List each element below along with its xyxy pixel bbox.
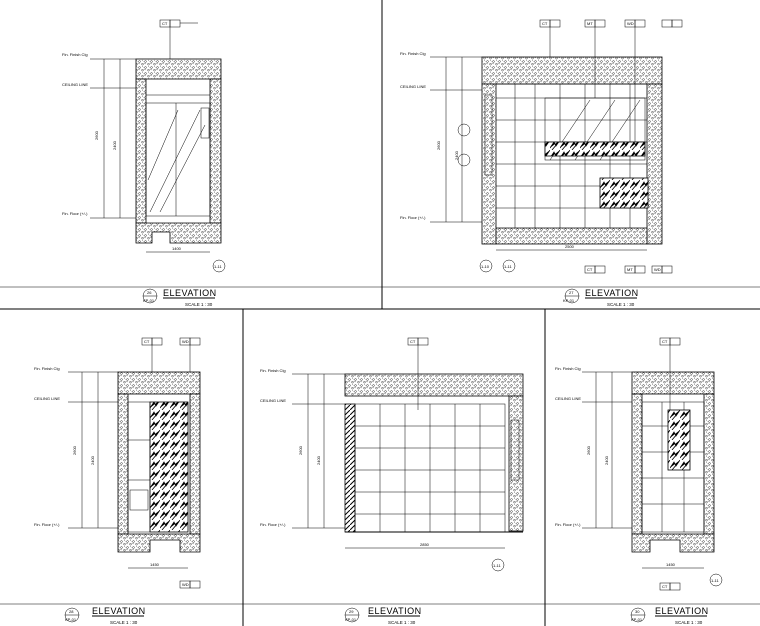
dim-h2-29: 2400 xyxy=(316,455,321,465)
panel-number-30: 30 xyxy=(635,609,640,614)
grid-marker-27a: 1-10 xyxy=(481,264,490,269)
level-28-ceiling: CEILING LINE xyxy=(34,396,60,401)
panel-scale-30: SCALE 1 : 30 xyxy=(675,620,703,625)
level-30-ceiling: CEILING LINE xyxy=(555,396,581,401)
tag-27-wd: WD xyxy=(627,21,634,26)
dim-h1-29: 2600 xyxy=(298,445,303,455)
panel-title-text-29: ELEVATION xyxy=(368,606,422,616)
panel-title-text-27: ELEVATION xyxy=(585,288,639,298)
dim-h1-28: 2600 xyxy=(72,445,77,455)
panel-sheet-26: KP-01 xyxy=(143,298,155,303)
level-28-floor: Fin. Floor (+/-) xyxy=(34,522,60,527)
tag-28-wd-bottom: WD xyxy=(182,582,189,587)
panel-sheet-29: KP-01 xyxy=(345,617,357,622)
level-27-finish-ceiling: Fin. Finish Clg xyxy=(400,51,426,56)
dim-h2-27: 2400 xyxy=(454,150,459,160)
tag-29-ct: CT xyxy=(410,339,416,344)
dim-w3: 2850 xyxy=(420,542,430,547)
level-29-ceiling: CEILING LINE xyxy=(260,398,286,403)
panel-scale-28: SCALE 1 : 30 xyxy=(110,620,138,625)
tag-27-mt: MT xyxy=(587,21,593,26)
tag-30-ct: CT xyxy=(662,339,668,344)
tag-28-wd: WD xyxy=(182,339,189,344)
grid-marker-27b: 1-11 xyxy=(504,264,512,269)
panel-title-30: 30 KP-01 ELEVATION SCALE 1 : 30 xyxy=(630,606,709,625)
panel-title-26: 26 KP-01 ELEVATION SCALE 1 : 30 xyxy=(142,288,217,307)
level-28-finish-ceiling: Fin. Finish Clg xyxy=(34,366,60,371)
panel-title-text-26: ELEVATION xyxy=(163,288,217,298)
level-label-finish-ceiling: Fin. Finish Clg xyxy=(62,52,88,57)
panel-number-28: 28 xyxy=(69,609,74,614)
panel-title-27: 27 KP-01 ELEVATION SCALE 1 : 30 xyxy=(563,288,639,307)
tag-27-ct: CT xyxy=(542,21,548,26)
grid-marker-29: 1-11 xyxy=(493,563,501,568)
level-29-floor: Fin. Floor (+/-) xyxy=(260,522,286,527)
dim-w4-30: 1450 xyxy=(666,562,676,567)
dim-w4: 1450 xyxy=(150,562,160,567)
panel-scale-29: SCALE 1 : 30 xyxy=(388,620,416,625)
level-30-floor: Fin. Floor (+/-) xyxy=(555,522,581,527)
panel-title-text-30: ELEVATION xyxy=(655,606,709,616)
panel-sheet-27: KP-01 xyxy=(563,298,575,303)
tag-28-ct: CT xyxy=(144,339,150,344)
elevation-29: 2600 2400 Fin. Finish Clg CEILING LINE F… xyxy=(260,337,524,572)
dim-h1-30: 2600 xyxy=(586,445,591,455)
dim-h1: 2600 xyxy=(94,130,99,140)
panel-title-text-28: ELEVATION xyxy=(92,606,146,616)
dim-h2-30: 2400 xyxy=(604,455,609,465)
elevation-26: Fin. Finish Clg CEILING LINE Fin. Floor … xyxy=(62,19,226,273)
grid-marker-26: 1-11 xyxy=(214,264,222,269)
level-27-floor: Fin. Floor (+/-) xyxy=(400,215,426,220)
panel-number-27: 27 xyxy=(569,290,574,295)
level-label-ceiling: CEILING LINE xyxy=(62,82,88,87)
panel-scale-26: SCALE 1 : 30 xyxy=(185,302,213,307)
panel-sheet-30: KP-01 xyxy=(631,617,643,622)
level-label-floor: Fin. Floor (+/-) xyxy=(62,211,88,216)
tag-27-ct-bottom: CT xyxy=(587,267,593,272)
tag-ct: CT xyxy=(162,21,168,26)
level-30-finish-ceiling: Fin. Finish Clg xyxy=(555,366,581,371)
level-29-finish-ceiling: Fin. Finish Clg xyxy=(260,368,286,373)
tag-30-ct-bottom: CT xyxy=(662,584,668,589)
panel-scale-27: SCALE 1 : 30 xyxy=(607,302,635,307)
dim-h2: 2400 xyxy=(112,140,117,150)
tag-27-mt-bottom: MT xyxy=(627,267,633,272)
elevation-28: 2600 2400 Fin. Finish Clg CEILING LINE F… xyxy=(34,337,201,589)
panel-sheet-28: KP-01 xyxy=(65,617,77,622)
panel-number-26: 26 xyxy=(147,290,152,295)
elevation-27: 2600 2400 Fin. Finish Clg CEILING LINE F… xyxy=(400,19,683,274)
grid-marker-30: 1-11 xyxy=(711,578,719,583)
dim-w2: 2500 xyxy=(565,244,575,249)
tag-27-wd-bottom: WD xyxy=(654,267,661,272)
dim-h2-28: 2400 xyxy=(90,455,95,465)
panel-title-29: 29 KP-01 ELEVATION SCALE 1 : 30 xyxy=(344,606,422,625)
level-27-ceiling: CEILING LINE xyxy=(400,84,426,89)
panel-number-29: 29 xyxy=(349,609,354,614)
panel-title-28: 28 KP-01 ELEVATION SCALE 1 : 30 xyxy=(64,606,146,625)
dim-h1-27: 2600 xyxy=(436,140,441,150)
dim-w1: 1400 xyxy=(172,246,182,251)
elevation-30: 2600 2400 Fin. Finish Clg CEILING LINE F… xyxy=(555,337,723,591)
